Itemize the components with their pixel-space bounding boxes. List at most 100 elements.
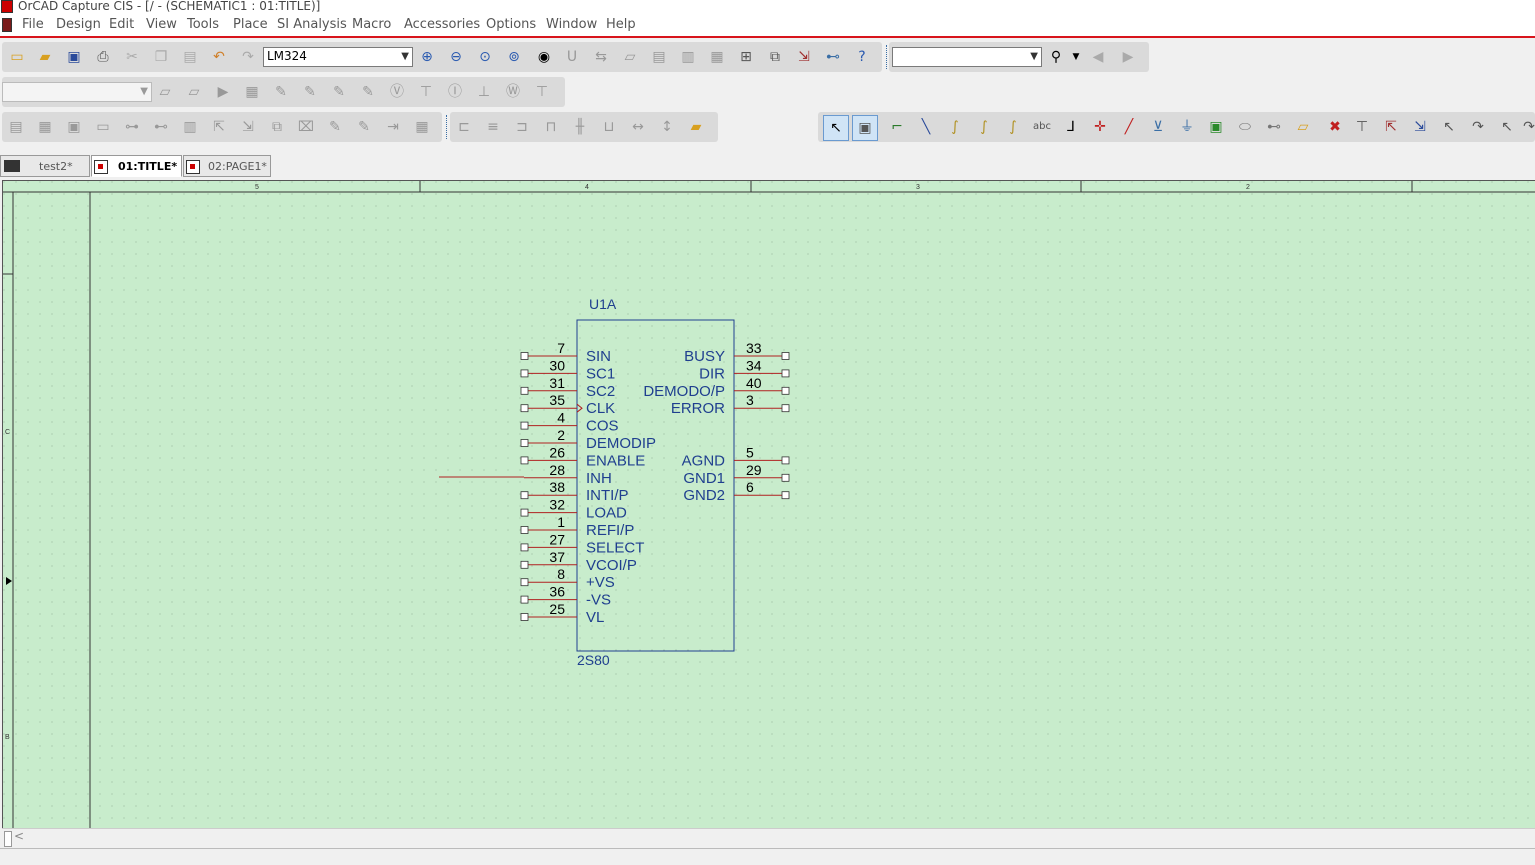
place-off-page-icon[interactable]: ⬭ [1239,119,1251,135]
tb3-icon-3[interactable]: ▣ [67,119,81,135]
menu-tools[interactable]: Tools [187,17,220,32]
menu-view[interactable]: View [146,17,177,32]
place-elliptical-arc-icon[interactable]: ↷ [1523,119,1535,135]
binoculars-icon[interactable]: ⚲ [1050,49,1062,65]
menu-macro[interactable]: Macro [352,17,392,32]
place-wire-icon[interactable]: ⌐ [891,119,903,135]
pin-terminal[interactable] [781,352,790,360]
place-junction-icon[interactable]: ∫ [951,119,959,135]
zoom-all-icon[interactable]: ⊚ [508,49,520,65]
tb3-icon-11[interactable]: ⌧ [297,119,315,135]
back-annotate-icon[interactable]: ⇆ [595,49,607,65]
pin-terminal[interactable] [520,386,529,395]
tb3-icon-8[interactable]: ⇱ [213,119,225,135]
clipboard-icon[interactable]: ▰ [690,119,702,135]
pin-terminal[interactable] [520,404,529,413]
tb3-icon-6[interactable]: ⊷ [154,119,168,135]
drc-icon[interactable]: ▱ [624,49,636,65]
eye-icon[interactable]: ◉ [537,49,551,65]
place-hierarchical-port-icon[interactable]: ⏚ [1180,119,1194,135]
place-part-icon[interactable]: ▣ [852,115,878,141]
pin-terminal[interactable] [520,526,529,534]
horizontal-scrollbar[interactable]: < [2,828,1535,847]
place-text-icon[interactable]: abc [1033,121,1051,132]
pin-terminal[interactable] [520,491,529,500]
voltage-marker-icon[interactable]: ✎ [275,84,287,100]
place-port-icon[interactable]: ⊷ [1267,119,1281,135]
document-icon[interactable] [2,18,12,32]
tb3-icon-15[interactable]: ▦ [415,119,429,135]
place-hierarchical-pin-icon[interactable]: ▣ [1209,119,1223,135]
view-results-icon[interactable]: ▦ [245,84,259,100]
part-reference[interactable]: U1A [589,296,617,312]
pin-terminal[interactable] [781,386,790,395]
snap-grid-icon[interactable]: ⊞ [740,49,752,65]
pin-terminal[interactable] [520,595,529,604]
pin-terminal[interactable] [781,456,790,465]
place-bezier-icon[interactable]: ↖ [1501,119,1513,135]
tab-01-title[interactable]: 01:TITLE* [91,155,182,177]
current-toggle-icon[interactable]: ⊥ [477,84,491,100]
undo-icon[interactable]: ↶ [213,49,225,65]
project-manager-icon[interactable]: ⊷ [826,49,840,65]
place-power-icon[interactable]: ⅃ [1067,119,1075,135]
cross-reference-icon[interactable]: ▥ [681,49,695,65]
pin-terminal[interactable] [520,439,529,447]
save-icon[interactable]: ▣ [67,49,81,65]
open-folder-icon[interactable]: ▰ [39,49,51,65]
edit-simulation-icon[interactable]: ▱ [188,84,200,100]
annotate-icon[interactable]: U [566,49,578,65]
drag-connected-icon[interactable]: ⇲ [798,49,810,65]
part-combo[interactable]: LM324▼ [263,47,413,67]
zoom-area-icon[interactable]: ⊙ [479,49,491,65]
scrollbar-thumb[interactable] [4,831,12,847]
tb3-icon-1[interactable]: ▤ [9,119,23,135]
place-rectangle-icon[interactable]: ⇲ [1414,119,1426,135]
filter-combo[interactable]: ▼ [2,82,152,102]
bias-voltage-icon[interactable]: Ⓥ [390,84,404,100]
print-icon[interactable]: ⎙ [97,49,109,65]
align-right-icon[interactable]: ⊐ [516,119,528,135]
current-marker-icon[interactable]: ✎ [333,84,345,100]
area-select-icon[interactable]: ⧉ [770,49,780,65]
menu-file[interactable]: File [22,17,44,32]
place-ellipse-icon[interactable]: ↖ [1443,119,1455,135]
align-top-icon[interactable]: ⊓ [545,119,557,135]
place-line-icon[interactable]: ⊤ [1355,119,1369,135]
place-polyline-icon[interactable]: ⇱ [1385,119,1397,135]
previous-icon[interactable]: ◀ [1092,49,1104,65]
bias-power-icon[interactable]: Ⓦ [506,84,520,100]
bias-current-icon[interactable]: Ⓘ [448,84,462,100]
pin-terminal[interactable] [781,473,790,482]
menu-window[interactable]: Window [546,17,598,32]
select-pointer-icon[interactable]: ↖ [823,115,849,141]
align-center-icon[interactable]: ≡ [487,119,499,135]
menu-design[interactable]: Design [56,17,101,32]
menu-edit[interactable]: Edit [109,17,135,32]
bias-toggle-icon[interactable]: ⊤ [419,84,433,100]
tb3-icon-10[interactable]: ⧉ [272,119,282,135]
place-no-connect-icon[interactable]: ╱ [1124,119,1134,135]
zoom-out-icon[interactable]: ⊖ [450,49,462,65]
pin-terminal[interactable] [520,508,529,517]
menu-si-analysis[interactable]: SI Analysis [277,17,347,32]
bom-icon[interactable]: ▦ [710,49,724,65]
pin-terminal[interactable] [781,369,790,378]
help-icon[interactable]: ? [858,49,866,65]
tab-02-page1[interactable]: 02:PAGE1* [183,155,271,177]
pin-terminal[interactable] [781,491,790,500]
place-net-alias-icon[interactable]: ∫ [1009,119,1017,135]
place-ground-icon[interactable]: ✛ [1094,119,1106,135]
tab-test2[interactable]: test2* [0,155,90,177]
power-marker-icon[interactable]: ✎ [362,84,374,100]
tb3-icon-12[interactable]: ✎ [329,119,341,135]
pin-terminal[interactable] [520,578,529,587]
diff-marker-icon[interactable]: ✎ [304,84,316,100]
scroll-left-icon[interactable]: < [14,829,25,843]
tb3-icon-7[interactable]: ▥ [183,119,197,135]
align-left-icon[interactable]: ⊏ [458,119,470,135]
run-icon[interactable]: ▶ [217,84,229,100]
align-bottom-icon[interactable]: ⊔ [603,119,615,135]
